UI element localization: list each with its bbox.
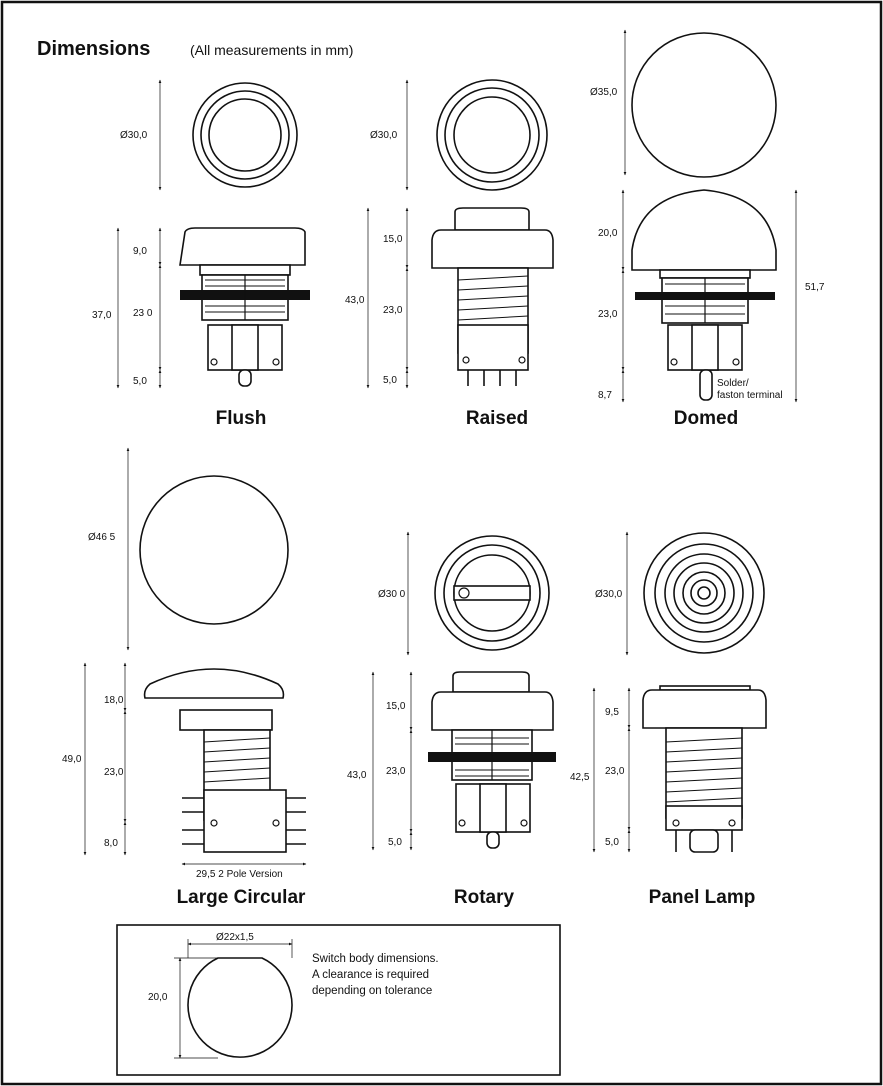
panel-lamp-dim-3: 5,0 (605, 837, 619, 848)
domed-dim-3: 8,7 (598, 390, 612, 401)
raised-diameter-label: Ø30,0 (370, 130, 398, 141)
raised-dim-3: 5,0 (383, 375, 397, 386)
flush-name: Flush (216, 408, 267, 429)
rotary-dim-3: 5,0 (388, 837, 402, 848)
large-circular-side-view (143, 668, 306, 853)
rotary-dim-total: 43,0 (347, 770, 367, 781)
body-note-line-3: depending on tolerance (312, 985, 432, 997)
panel-lamp-dim-2: 23,0 (605, 766, 625, 777)
flush-side-view (179, 227, 310, 387)
body-height-label: 20,0 (148, 992, 168, 1003)
rotary-side-view (428, 671, 556, 849)
panel-lamp-side-view (642, 685, 767, 853)
large-circular-width-note: 29,5 2 Pole Version (196, 869, 283, 880)
domed-top-view (631, 32, 777, 178)
rotary-top-view (434, 535, 550, 651)
body-note-line-2: A clearance is required (312, 969, 429, 981)
large-circular-dim-1: 18,0 (104, 695, 124, 706)
large-circular-diameter-label: Ø46 5 (88, 532, 116, 543)
panel-lamp-diameter-label: Ø30,0 (595, 589, 623, 600)
switch-domed: Ø35,0 20,0 23,0 8,7 51,7 Solder/ faston … (590, 29, 825, 429)
domed-diameter-label: Ø35,0 (590, 87, 618, 98)
large-circular-dim-3: 8,0 (104, 838, 118, 849)
flush-dim-1: 9,0 (133, 246, 147, 257)
title-sub: (All measurements in mm) (190, 42, 353, 58)
rotary-diameter-label: Ø30 0 (378, 589, 406, 600)
switch-flush: Ø30,0 9,0 23 0 5,0 37,0 Flush (92, 79, 310, 429)
body-width-label: Ø22x1,5 (216, 932, 254, 943)
rotary-dim-2: 23,0 (386, 766, 406, 777)
large-circular-dim-2: 23,0 (104, 767, 124, 778)
panel-lamp-name: Panel Lamp (649, 887, 756, 908)
flush-diameter-label: Ø30,0 (120, 130, 148, 141)
raised-dim-1: 15,0 (383, 234, 403, 245)
panel-lamp-dim-total: 42,5 (570, 772, 590, 783)
switch-panel-lamp: Ø30,0 9,5 23,0 5,0 42,5 Panel Lamp (570, 531, 767, 908)
raised-side-view (431, 207, 554, 386)
rotary-dim-1: 15,0 (386, 701, 406, 712)
rotary-name: Rotary (454, 887, 515, 908)
domed-dim-1: 20,0 (598, 228, 618, 239)
switch-large-circular: Ø46 5 18,0 23,0 8,0 (62, 447, 307, 908)
body-note-line-1: Switch body dimensions. (312, 953, 439, 965)
panel-lamp-top-view (643, 532, 765, 654)
body-cutout-outline (187, 957, 293, 1058)
panel-lamp-dim-1: 9,5 (605, 707, 619, 718)
switch-raised: Ø30,0 15,0 23,0 5,0 43,0 Raised (345, 79, 554, 429)
flush-dim-3: 5,0 (133, 376, 147, 387)
domed-side-view (631, 189, 777, 401)
domed-dim-total: 51,7 (805, 282, 825, 293)
flush-dim-2: 23 0 (133, 308, 153, 319)
large-circular-top-view (139, 475, 289, 625)
domed-name: Domed (674, 408, 738, 429)
domed-terminal-note-2: faston terminal (717, 390, 783, 401)
raised-dim-2: 23,0 (383, 305, 403, 316)
domed-terminal-note-1: Solder/ (717, 378, 749, 389)
switch-rotary: Ø30 0 15,0 23,0 5,0 43,0 Rotary (347, 531, 556, 908)
flush-dim-total: 37,0 (92, 310, 112, 321)
large-circular-name: Large Circular (177, 887, 306, 908)
flush-top-view (192, 82, 298, 188)
domed-dim-2: 23,0 (598, 309, 618, 320)
body-dimensions-box: Ø22x1,5 20,0 Switch body dimensions. A c… (116, 924, 561, 1076)
large-circular-dim-total: 49,0 (62, 754, 82, 765)
title-main: Dimensions (37, 38, 150, 60)
raised-name: Raised (466, 408, 528, 429)
raised-top-view (436, 79, 548, 191)
raised-dim-total: 43,0 (345, 295, 365, 306)
